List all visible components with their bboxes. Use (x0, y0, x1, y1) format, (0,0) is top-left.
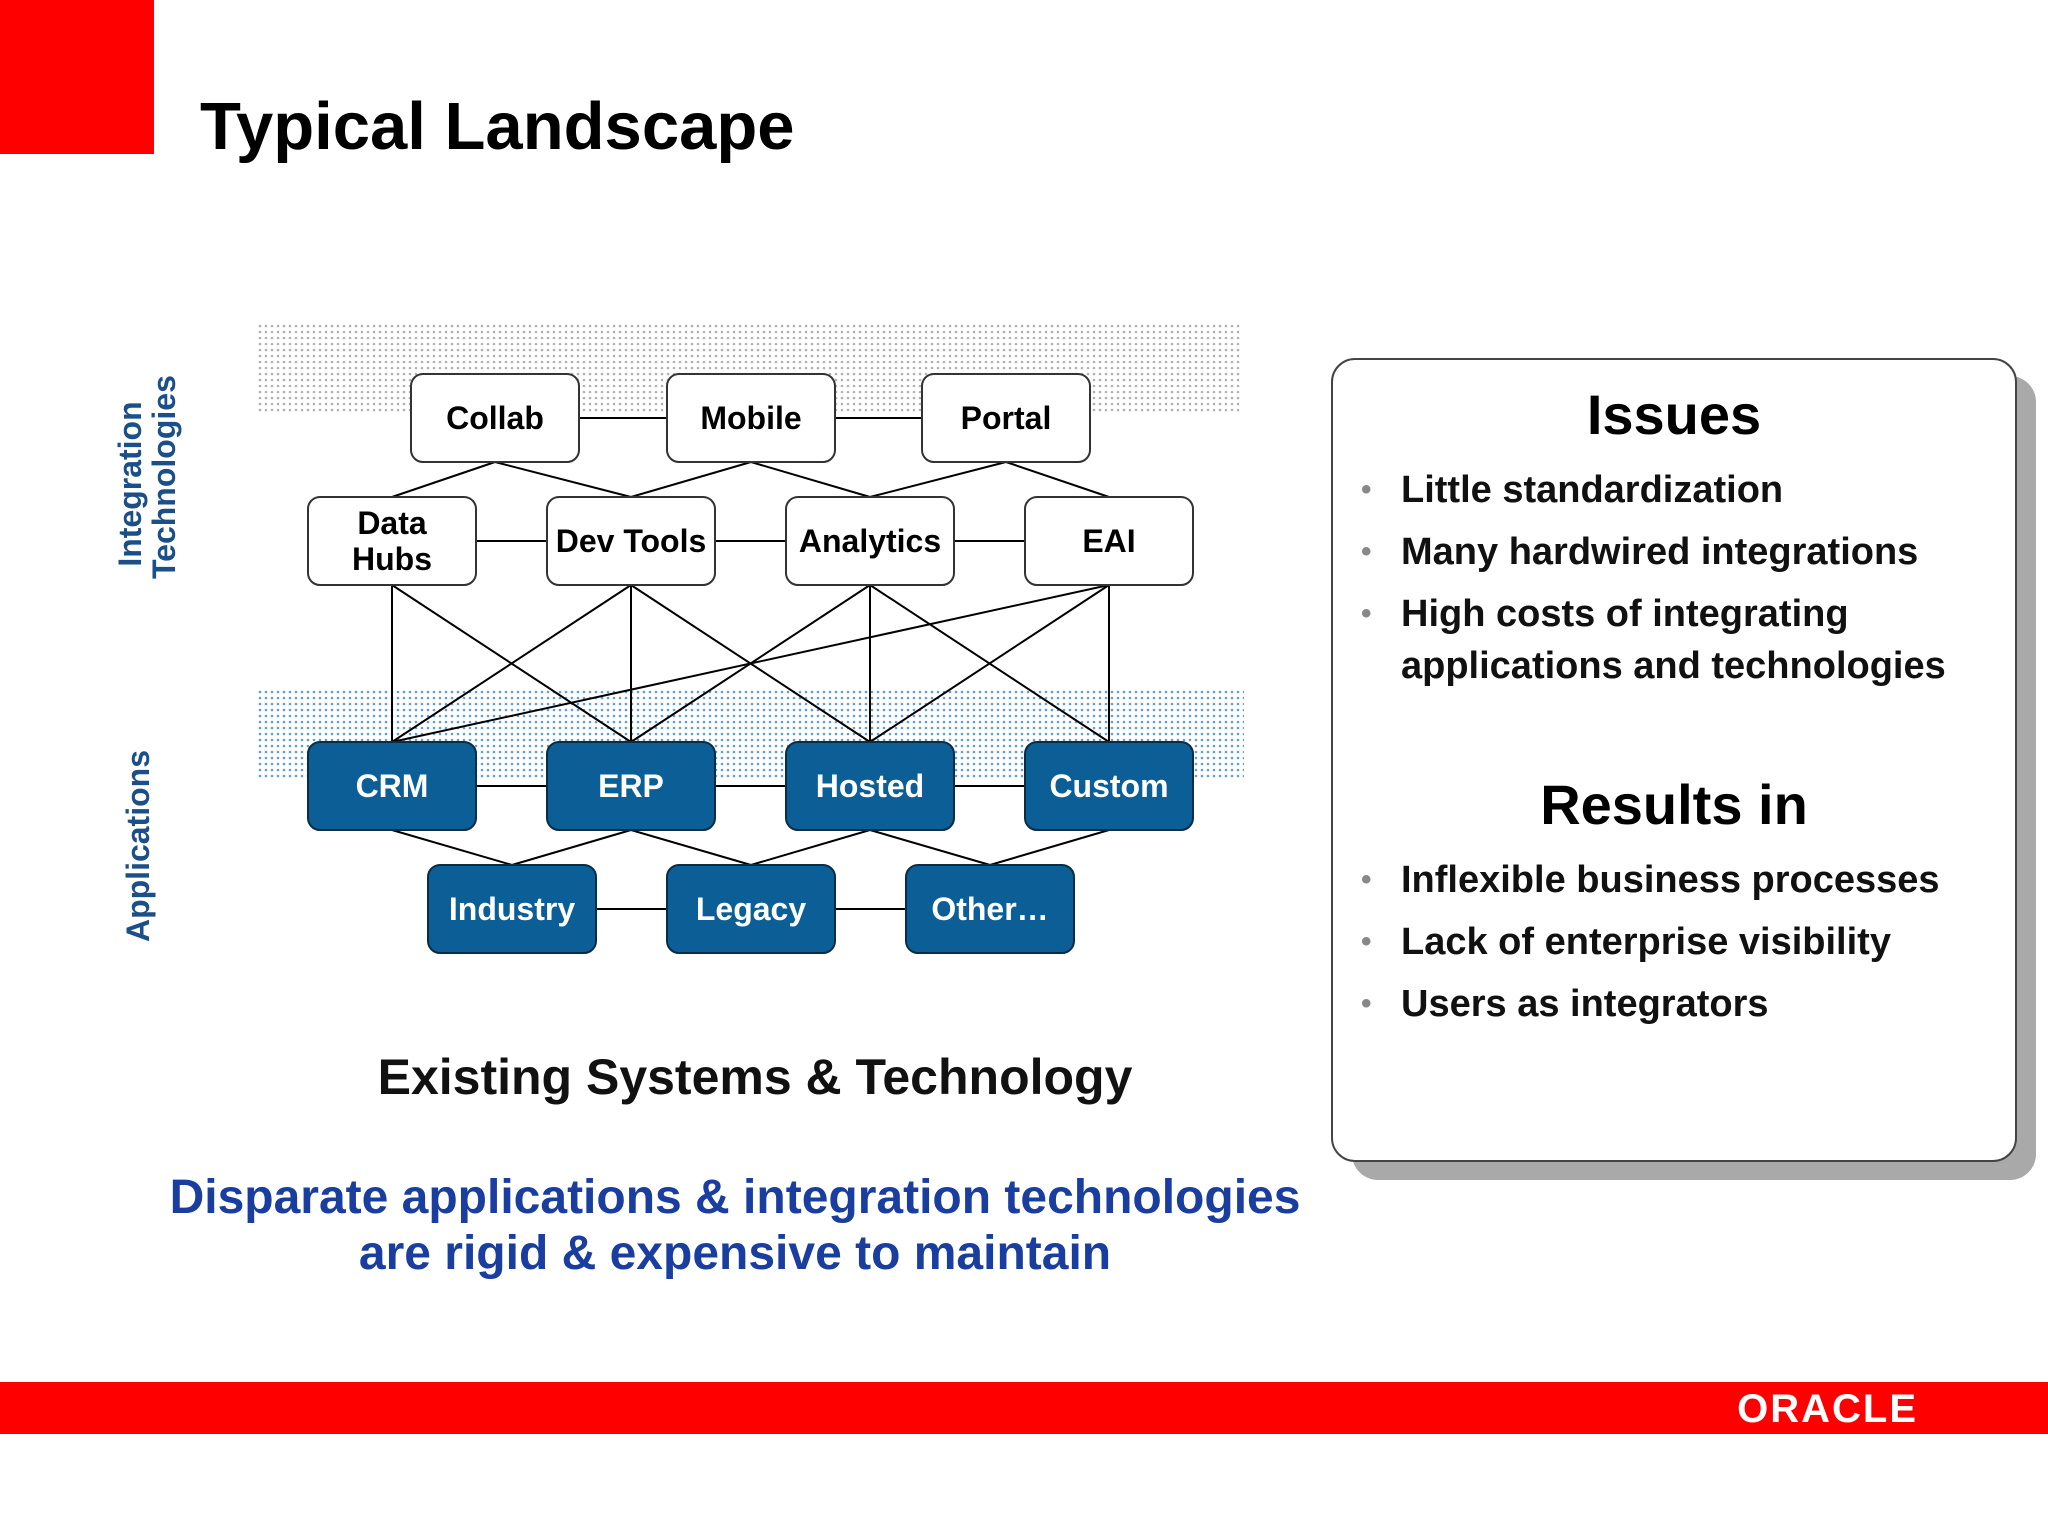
node-analytics: Analytics (785, 496, 955, 586)
node-box-other (905, 864, 1075, 954)
node-label-devtools: Dev Tools (556, 523, 707, 559)
node-box-eai (1024, 496, 1194, 586)
node-industry: Industry (427, 864, 597, 954)
edge-erp-industry (511, 829, 632, 866)
edge-erp-legacy (630, 829, 752, 866)
node-box-collab (410, 373, 580, 463)
node-erp: ERP (546, 741, 716, 831)
node-custom: Custom (1024, 741, 1194, 831)
node-box-industry (427, 864, 597, 954)
node-legacy: Legacy (666, 864, 836, 954)
node-box-portal (921, 373, 1091, 463)
oracle-logo: ORACLE (1737, 1387, 1918, 1431)
issues-panel: Issues •Little standardization •Many har… (1331, 358, 2017, 1162)
node-portal: Portal (921, 373, 1091, 463)
edge-mobile-devtools (630, 461, 752, 498)
slide-title: Typical Landscape (200, 89, 795, 164)
node-label-industry: Industry (449, 891, 575, 927)
node-hosted: Hosted (785, 741, 955, 831)
node-label-legacy: Legacy (696, 891, 806, 927)
node-box-hosted (785, 741, 955, 831)
edge-mobile-analytics (750, 461, 871, 498)
node-label-datahubs: Hubs (352, 541, 432, 577)
results-list: •Inflexible business processes •Lack of … (1361, 854, 2001, 1040)
edge-crm-industry (391, 829, 513, 866)
node-label-portal: Portal (961, 400, 1052, 436)
issues-heading: Issues (1586, 383, 1762, 446)
bullet-icon: • (1361, 535, 1372, 568)
node-other: Other… (905, 864, 1075, 954)
node-label-mobile: Mobile (700, 400, 801, 436)
edge-custom-other (989, 829, 1110, 866)
diagram-caption: Existing Systems & Technology (377, 1049, 1133, 1105)
edge-portal-eai (1005, 461, 1110, 498)
tagline: Disparate applications & integration tec… (169, 1171, 1301, 1280)
bullet-icon: • (1361, 473, 1372, 506)
node-box-devtools (546, 496, 716, 586)
node-box-datahubs (307, 496, 477, 586)
bullet-icon: • (1361, 863, 1372, 896)
node-box-analytics (785, 496, 955, 586)
bullet-icon: • (1361, 987, 1372, 1020)
node-devtools: Dev Tools (546, 496, 716, 586)
node-label-analytics: Analytics (799, 523, 941, 559)
list-item: •Users as integrators (1361, 978, 2001, 1030)
node-label-collab: Collab (446, 400, 544, 436)
node-box-custom (1024, 741, 1194, 831)
node-label-eai: EAI (1082, 523, 1135, 559)
list-item: •Lack of enterprise visibility (1361, 916, 2001, 968)
results-heading: Results in (1540, 773, 1808, 836)
node-label-hosted: Hosted (816, 768, 924, 804)
footer-bar: ORACLE (0, 1382, 2048, 1434)
node-label-erp: ERP (598, 768, 664, 804)
edge-devtools-crm (391, 584, 632, 743)
list-item: •Inflexible business processes (1361, 854, 2001, 906)
node-label-datahubs: Data (357, 505, 427, 541)
node-collab: Collab (410, 373, 580, 463)
node-crm: CRM (307, 741, 477, 831)
corner-accent (0, 0, 154, 154)
list-item: •High costs of integrating applications … (1361, 588, 2001, 692)
bullet-icon: • (1361, 597, 1372, 630)
node-box-crm (307, 741, 477, 831)
node-label-crm: CRM (356, 768, 429, 804)
node-label-custom: Custom (1049, 768, 1168, 804)
edge-eai-crm (391, 584, 1110, 743)
node-box-legacy (666, 864, 836, 954)
edge-eai-hosted (869, 584, 1110, 743)
node-eai: EAI (1024, 496, 1194, 586)
edge-hosted-other (869, 829, 991, 866)
node-box-erp (546, 741, 716, 831)
issues-list: •Little standardization •Many hardwired … (1361, 464, 2001, 702)
list-item: •Many hardwired integrations (1361, 526, 2001, 578)
edge-portal-analytics (869, 461, 1007, 498)
edge-hosted-legacy (750, 829, 871, 866)
node-mobile: Mobile (666, 373, 836, 463)
connection-lines (391, 417, 1110, 910)
list-item: •Little standardization (1361, 464, 2001, 516)
node-box-mobile (666, 373, 836, 463)
bullet-icon: • (1361, 925, 1372, 958)
edge-collab-devtools (494, 461, 632, 498)
node-label-other: Other… (931, 891, 1048, 927)
edge-collab-datahubs (391, 461, 496, 498)
